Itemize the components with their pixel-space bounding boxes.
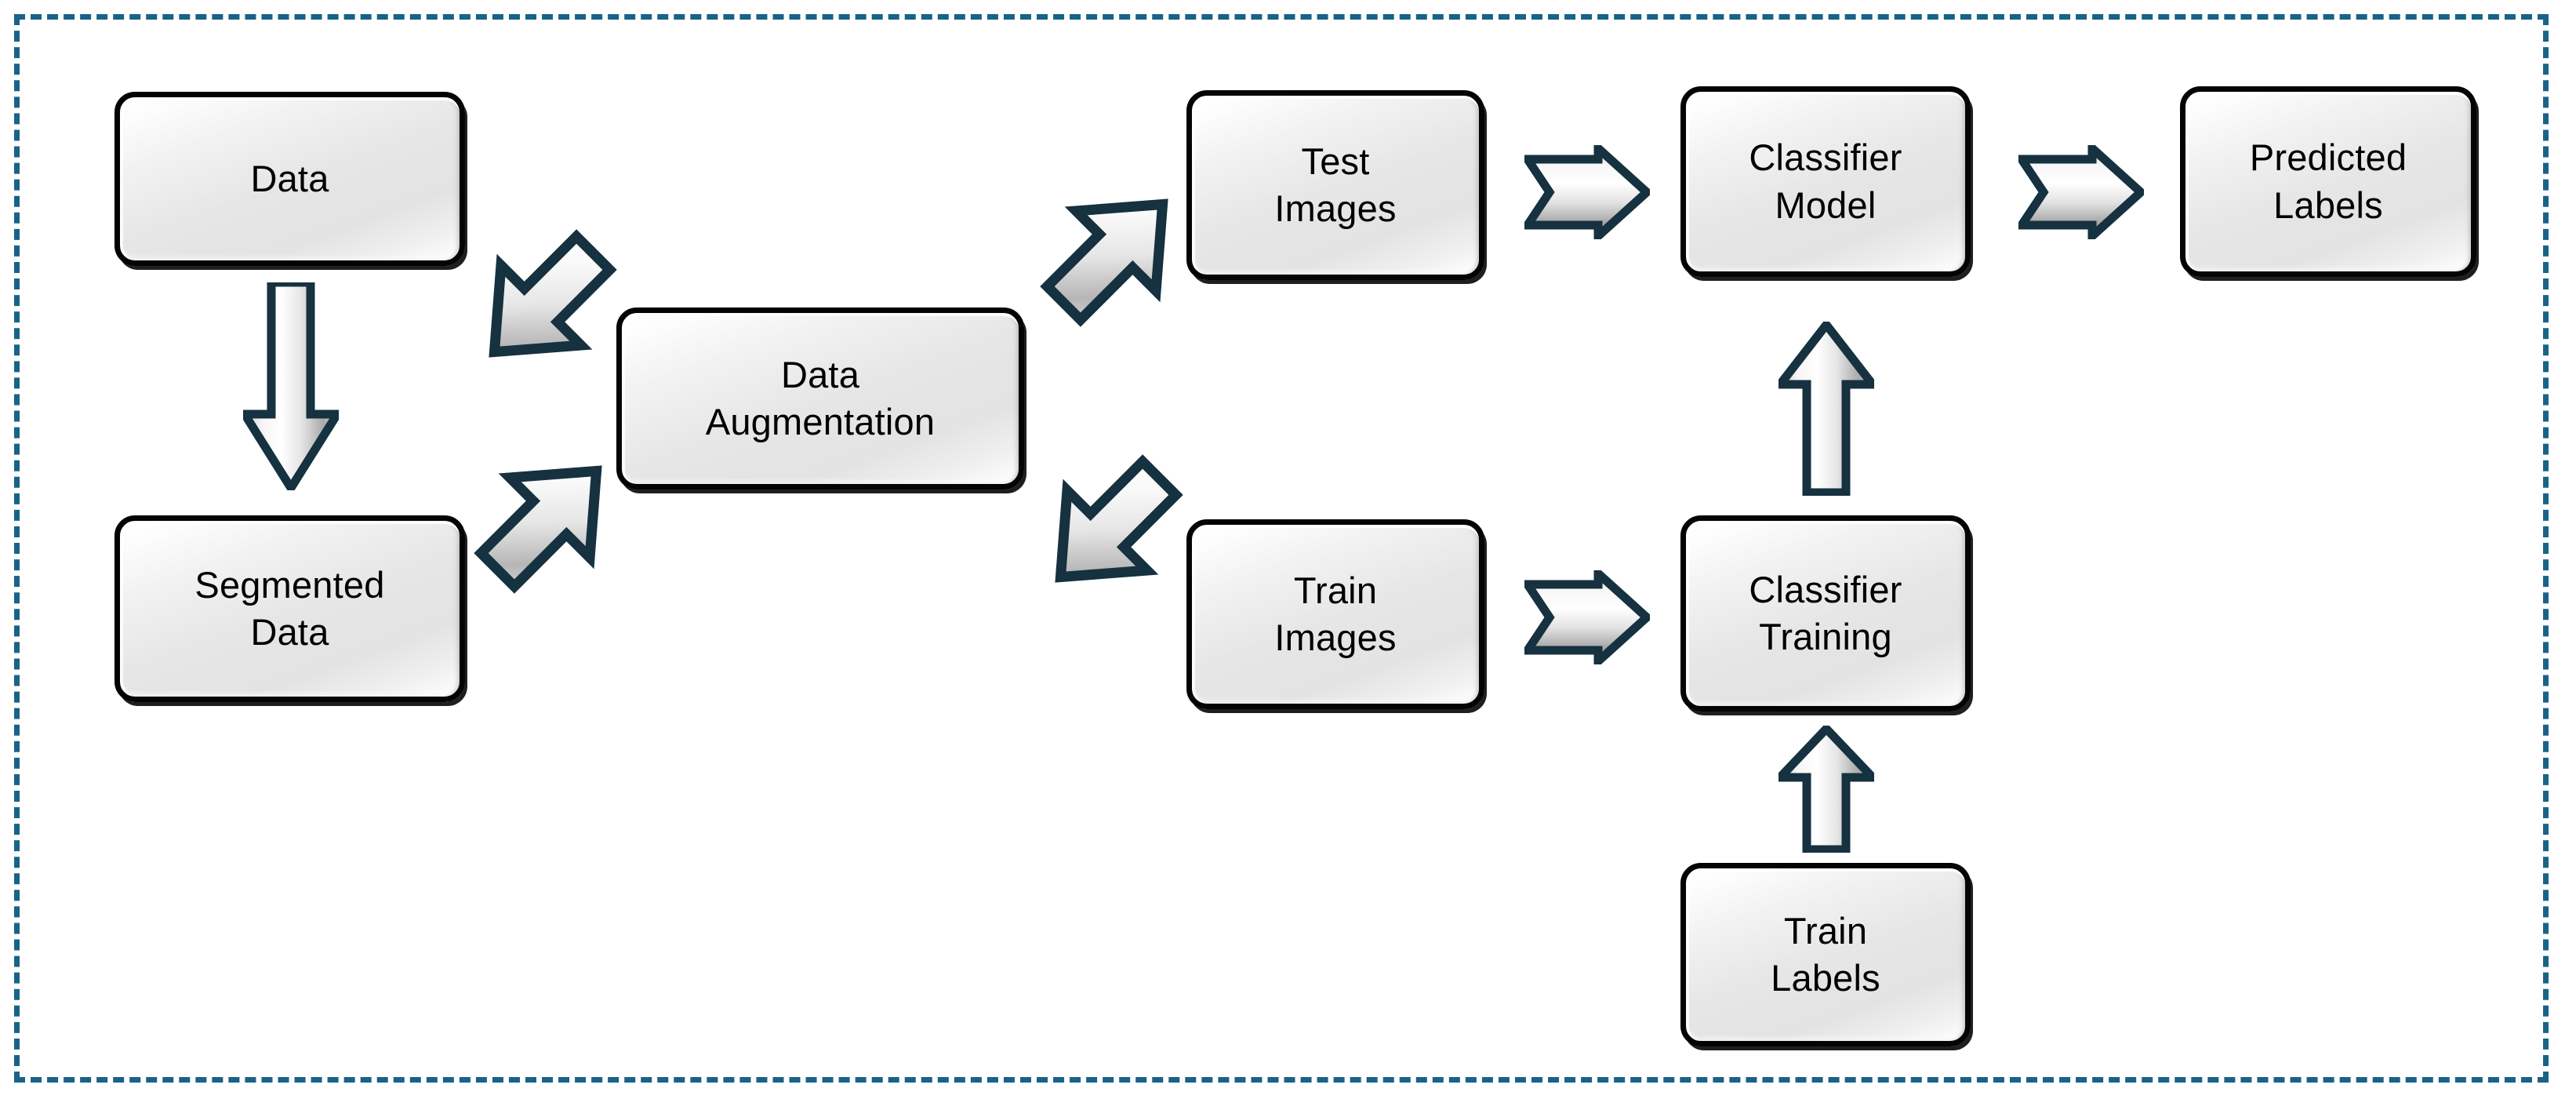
arrow-classifier-model-to-predicted-labels <box>2018 145 2144 239</box>
arrow-classifier-training-to-classifier-model <box>1778 322 1874 496</box>
node-predicted-labels[interactable]: Predicted Labels <box>2180 86 2476 277</box>
node-data-augmentation-line-2: Augmentation <box>705 401 936 442</box>
node-classifier-training[interactable]: Classifier Training <box>1680 515 1971 711</box>
node-train-images-line-2: Images <box>1274 617 1397 658</box>
arrow-test-images-to-classifier-model <box>1524 145 1650 239</box>
node-classifier-model-line-1: Classifier <box>1749 136 1902 179</box>
arrow-train-images-to-classifier-training <box>1524 570 1650 664</box>
node-data-line-1: Data <box>250 157 329 199</box>
node-train-labels-line-2: Labels <box>1771 957 1880 999</box>
node-test-images-line-1: Test <box>1301 140 1370 182</box>
node-data-augmentation[interactable]: Data Augmentation <box>616 308 1024 489</box>
node-train-labels[interactable]: Train Labels <box>1680 863 1971 1046</box>
node-train-labels-line-1: Train <box>1783 909 1868 952</box>
node-test-images-line-2: Images <box>1274 187 1397 229</box>
node-segmented-data-line-2: Data <box>250 611 329 653</box>
arrow-data-to-data-augmentation <box>469 226 635 389</box>
arrow-data-to-segmented-data <box>243 282 339 490</box>
node-predicted-labels-line-1: Predicted <box>2249 136 2407 179</box>
dashed-boundary-frame <box>14 14 2549 1083</box>
node-classifier-training-line-2: Training <box>1759 616 1892 657</box>
node-data[interactable]: Data <box>114 92 465 266</box>
node-train-images[interactable]: Train Images <box>1186 519 1484 709</box>
arrow-data-augmentation-to-test-images <box>1035 180 1201 344</box>
node-classifier-model-line-2: Model <box>1775 184 1877 226</box>
arrow-segmented-data-to-data-augmentation <box>469 447 635 610</box>
node-data-augmentation-line-1: Data <box>780 353 860 395</box>
node-test-images[interactable]: Test Images <box>1186 90 1484 280</box>
node-classifier-training-line-1: Classifier <box>1749 568 1902 610</box>
arrow-data-augmentation-to-train-images <box>1035 451 1201 614</box>
arrow-train-labels-to-classifier-training <box>1778 726 1874 853</box>
node-train-images-line-1: Train <box>1293 569 1378 611</box>
node-predicted-labels-line-2: Labels <box>2273 184 2383 226</box>
node-segmented-data[interactable]: Segmented Data <box>114 515 465 702</box>
node-classifier-model[interactable]: Classifier Model <box>1680 86 1971 277</box>
node-segmented-data-line-1: Segmented <box>194 563 385 606</box>
